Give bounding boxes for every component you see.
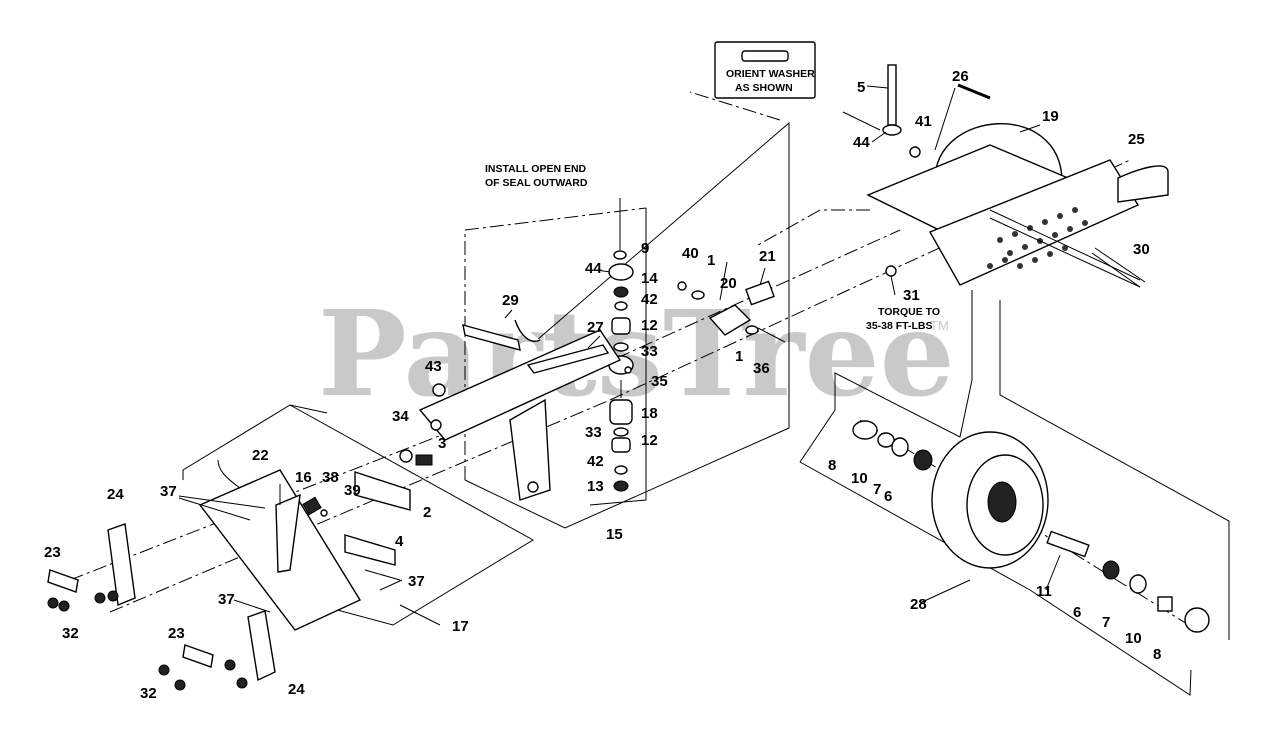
callout-7b: 7 bbox=[1102, 614, 1110, 631]
orient-washer-note: ORIENT WASHER AS SHOWN bbox=[714, 41, 816, 99]
torque-note-line2: 35-38 FT-LBS bbox=[866, 320, 933, 332]
callout-37: 37 bbox=[160, 483, 177, 500]
frame-bracket bbox=[47, 459, 411, 691]
svg-text:AS SHOWN: AS SHOWN bbox=[735, 82, 793, 94]
callout-37b: 37 bbox=[408, 573, 425, 590]
callout-23b: 23 bbox=[168, 625, 185, 642]
callout-40: 40 bbox=[682, 245, 699, 262]
callout-37c: 37 bbox=[218, 591, 235, 608]
callout-13: 13 bbox=[587, 478, 604, 495]
wheel-assembly bbox=[852, 247, 1210, 633]
callout-6: 6 bbox=[884, 488, 892, 505]
callout-14: 14 bbox=[641, 270, 658, 287]
callout-24: 24 bbox=[107, 486, 124, 503]
callout-9: 9 bbox=[641, 240, 649, 257]
callout-39: 39 bbox=[344, 482, 361, 499]
callout-20: 20 bbox=[720, 275, 737, 292]
callout-41: 41 bbox=[915, 113, 932, 130]
callout-10: 10 bbox=[851, 470, 868, 487]
callout-32: 32 bbox=[62, 625, 79, 642]
watermark-tm: TM bbox=[930, 318, 949, 333]
callout-29: 29 bbox=[502, 292, 519, 309]
caster-mount-assembly bbox=[866, 64, 1169, 288]
callout-44: 44 bbox=[853, 134, 870, 151]
callout-8b: 8 bbox=[1153, 646, 1161, 663]
callout-22: 22 bbox=[252, 447, 269, 464]
callout-17: 17 bbox=[452, 618, 469, 635]
svg-text:ORIENT WASHER: ORIENT WASHER bbox=[726, 68, 815, 80]
spindle-stack bbox=[608, 250, 634, 492]
callout-27: 27 bbox=[587, 319, 604, 336]
callout-38: 38 bbox=[322, 469, 339, 486]
callout-23: 23 bbox=[44, 544, 61, 561]
callout-44b: 44 bbox=[585, 260, 602, 277]
part-callouts: 5 26 44 41 19 25 9 44 14 42 12 40 1 20 2… bbox=[44, 68, 1161, 702]
callout-42b: 42 bbox=[587, 453, 604, 470]
callout-15: 15 bbox=[606, 526, 623, 543]
callout-26: 26 bbox=[952, 68, 969, 85]
callout-31: 31 bbox=[903, 287, 920, 304]
callout-12b: 12 bbox=[641, 432, 658, 449]
callout-30: 30 bbox=[1133, 241, 1150, 258]
callout-21: 21 bbox=[759, 248, 776, 265]
callout-24b: 24 bbox=[288, 681, 305, 698]
callout-8: 8 bbox=[828, 457, 836, 474]
callout-3: 3 bbox=[438, 435, 446, 452]
callout-4: 4 bbox=[395, 533, 404, 550]
callout-16: 16 bbox=[295, 469, 312, 486]
callout-25: 25 bbox=[1128, 131, 1145, 148]
seal-note-line2: OF SEAL OUTWARD bbox=[485, 177, 588, 189]
callout-18: 18 bbox=[641, 405, 658, 422]
callout-5: 5 bbox=[857, 79, 865, 96]
callout-43: 43 bbox=[425, 358, 442, 375]
leader-lines bbox=[178, 85, 1061, 626]
callout-1b: 1 bbox=[735, 348, 743, 365]
callout-35: 35 bbox=[651, 373, 668, 390]
callout-32b: 32 bbox=[140, 685, 157, 702]
seal-note-line1: INSTALL OPEN END bbox=[485, 163, 587, 175]
callout-7: 7 bbox=[873, 481, 881, 498]
callout-11: 11 bbox=[1036, 583, 1052, 600]
lift-arm bbox=[399, 280, 786, 501]
callout-12: 12 bbox=[641, 317, 658, 334]
callout-19: 19 bbox=[1042, 108, 1059, 125]
callout-6b: 6 bbox=[1073, 604, 1081, 621]
callout-28: 28 bbox=[910, 596, 927, 613]
callout-1: 1 bbox=[707, 252, 715, 269]
callout-36: 36 bbox=[753, 360, 770, 377]
callout-34: 34 bbox=[392, 408, 409, 425]
torque-note-line1: TORQUE TO bbox=[878, 306, 940, 318]
watermark: PartsTree bbox=[318, 284, 955, 423]
callout-42: 42 bbox=[641, 291, 658, 308]
callout-10b: 10 bbox=[1125, 630, 1142, 647]
callout-2: 2 bbox=[423, 504, 431, 521]
callout-33: 33 bbox=[641, 343, 658, 360]
callout-33b: 33 bbox=[585, 424, 602, 441]
